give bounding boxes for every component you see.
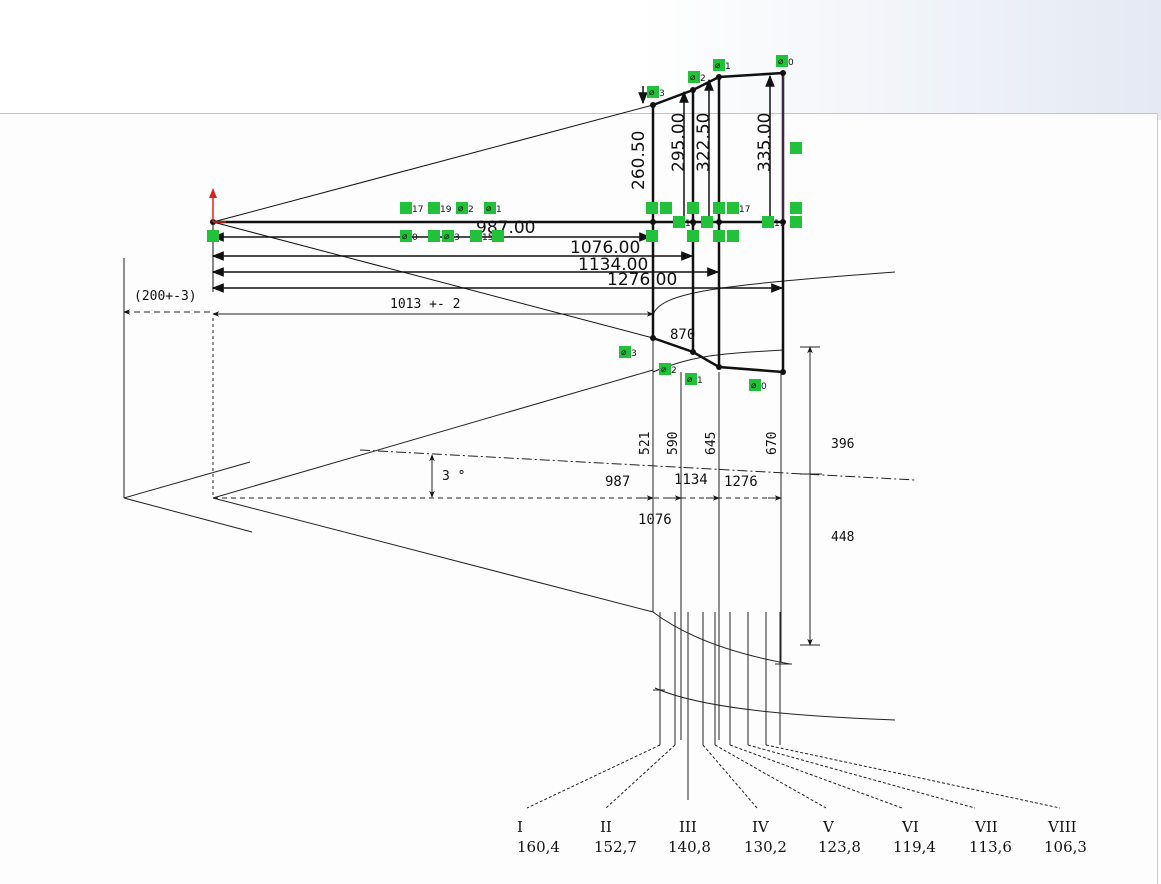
- station-3-value: 140,8: [668, 838, 711, 856]
- station-6-value: 119,4: [893, 838, 936, 856]
- svg-text:0: 0: [412, 233, 418, 243]
- diameter-relation-icon[interactable]: ⌀ 0 ⌀ 1 ⌀ 2 ⌀ 3 ⌀ 3 ⌀ 2 ⌀ 1 ⌀ 0: [619, 55, 794, 392]
- dim-335-label[interactable]: 335.00: [755, 113, 775, 172]
- svg-text:⌀: ⌀: [621, 348, 627, 358]
- cad-dimension-labels[interactable]: 987.00 1076.00 1134.00 1276.00 260.50 29…: [476, 113, 775, 290]
- station-5-value: 123,8: [818, 838, 861, 856]
- station-8-value: 106,3: [1044, 838, 1087, 856]
- angle-label: 3 °: [442, 469, 465, 484]
- svg-text:17: 17: [412, 205, 423, 215]
- scan-axis-dashdot: [359, 449, 916, 481]
- station-8-roman: VIII: [1047, 818, 1077, 836]
- x-1276-label: 1276: [724, 474, 758, 490]
- length-1013-label: 1013 +- 2: [390, 297, 460, 312]
- station-6-roman: VI: [901, 818, 919, 836]
- dia-590-label: 590: [666, 432, 681, 455]
- svg-text:⌀: ⌀: [649, 88, 655, 98]
- station-5-roman: V: [822, 818, 835, 836]
- height-396-label: 396: [831, 437, 854, 452]
- svg-text:0: 0: [788, 58, 794, 68]
- height-448-label: 448: [831, 530, 854, 545]
- station-table: I 160,4 II 152,7 III 140,8 IV 130,2 V 12…: [517, 818, 1087, 856]
- dim-322-label[interactable]: 322.50: [694, 113, 714, 172]
- svg-text:15: 15: [482, 233, 493, 243]
- dia-521-label: 521: [638, 432, 653, 455]
- svg-text:0: 0: [761, 382, 767, 392]
- station-3-roman: III: [679, 818, 697, 836]
- sketch-line-top-diag[interactable]: [212, 104, 654, 223]
- scan-upper-curve-1: [652, 271, 896, 316]
- dim-295-label[interactable]: 295.00: [669, 113, 689, 172]
- svg-text:⌀: ⌀: [661, 365, 667, 375]
- svg-text:1: 1: [697, 376, 703, 386]
- station-7-value: 113,6: [969, 838, 1012, 856]
- svg-text:2: 2: [468, 205, 474, 215]
- tolerance-200-label: (200+-3): [134, 289, 197, 304]
- scan-cone-lower: [212, 497, 654, 613]
- scan-cone-upper: [212, 369, 654, 499]
- dim-1076-label[interactable]: 1076.00: [570, 238, 640, 258]
- scan-left-lower: [123, 497, 253, 533]
- svg-text:2: 2: [671, 366, 677, 376]
- svg-text:⌀: ⌀: [458, 204, 464, 214]
- svg-text:3: 3: [659, 89, 665, 99]
- dim-1134-label[interactable]: 1134.00: [578, 255, 648, 275]
- dia-670-label: 670: [765, 432, 780, 455]
- scan-lower-curve-2: [654, 687, 896, 721]
- scan-lower-curve-1: [652, 611, 791, 665]
- svg-text:⌀: ⌀: [778, 57, 784, 67]
- svg-text:19: 19: [685, 219, 697, 229]
- svg-text:⌀: ⌀: [690, 73, 696, 83]
- station-1-roman: I: [517, 818, 523, 836]
- dim-1276-label[interactable]: 1276.00: [607, 270, 677, 290]
- station-2-value: 152,7: [594, 838, 637, 856]
- svg-text:1: 1: [725, 62, 731, 72]
- svg-text:⌀: ⌀: [486, 204, 492, 214]
- svg-text:2: 2: [700, 74, 706, 84]
- x-1134-label: 1134: [674, 472, 708, 488]
- station-4-roman: IV: [752, 818, 770, 836]
- svg-text:⌀: ⌀: [715, 61, 721, 71]
- dim-260-label[interactable]: 260.50: [629, 131, 649, 190]
- svg-text:1: 1: [496, 205, 502, 215]
- scan-labels: (200+-3) 1013 +- 2 870 521 590 645 670 9…: [134, 289, 854, 545]
- station-4-value: 130,2: [744, 838, 787, 856]
- station-1-value: 160,4: [517, 838, 560, 856]
- x-987-label: 987: [605, 474, 630, 490]
- relation-tags[interactable]: ⌀ 0 ⌀ 1 ⌀ 2 ⌀ 3 ⌀ 3 ⌀ 2 ⌀ 1 ⌀ 0 17 19 ⌀ 2 ⌀ 1 ⌀ 0 ⌀…: [207, 55, 802, 392]
- svg-text:⌀: ⌀: [751, 381, 757, 391]
- svg-text:⌀: ⌀: [687, 375, 693, 385]
- origin-axis-icon: [209, 188, 226, 223]
- svg-text:19: 19: [774, 219, 786, 229]
- svg-text:3: 3: [454, 233, 460, 243]
- svg-text:17: 17: [739, 205, 750, 215]
- dim-987-label[interactable]: 987.00: [476, 218, 535, 238]
- dim-870-label: 870: [670, 327, 695, 343]
- station-7-roman: VII: [974, 818, 998, 836]
- scan-left-upper: [123, 461, 251, 499]
- dia-645-label: 645: [704, 432, 719, 455]
- scan-drawing: [123, 258, 1061, 809]
- svg-text:19: 19: [440, 205, 452, 215]
- coincident-relation-icon[interactable]: 17 19 ⌀ 2 ⌀ 1 ⌀ 0 ⌀ 3 15 19 17 19: [207, 142, 802, 243]
- x-1076-label: 1076: [638, 512, 672, 528]
- viewport-background: [0, 0, 1161, 120]
- station-2-roman: II: [600, 818, 612, 836]
- svg-text:⌀: ⌀: [402, 232, 408, 242]
- svg-text:3: 3: [631, 349, 637, 359]
- sketch-bottom-profile[interactable]: [652, 336, 784, 374]
- svg-text:⌀: ⌀: [444, 232, 450, 242]
